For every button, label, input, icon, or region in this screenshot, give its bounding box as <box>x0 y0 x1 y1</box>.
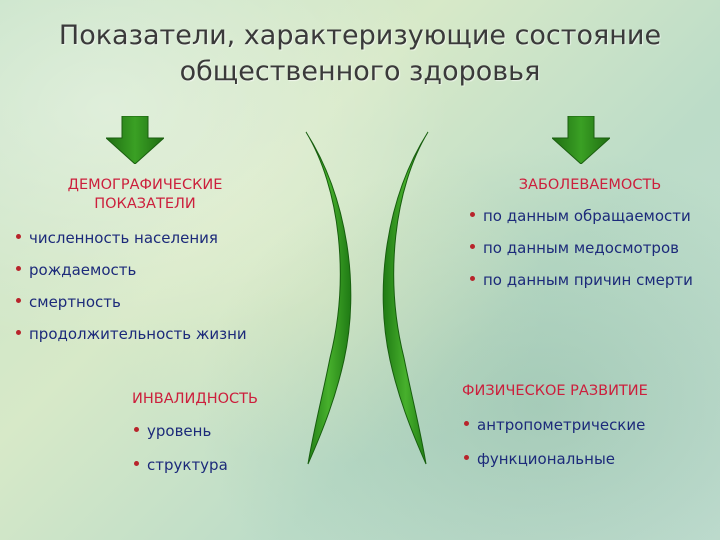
morbidity-heading: ЗАБОЛЕВАЕМОСТЬ <box>480 176 700 195</box>
bullet-icon <box>464 421 469 426</box>
list-item-label: по данным медосмотров <box>483 239 679 257</box>
list-item: антропометрические <box>464 414 645 448</box>
disability-list: уровень структура <box>134 420 228 488</box>
demographic-heading-line-2: ПОКАЗАТЕЛИ <box>94 196 196 212</box>
list-item: рождаемость <box>16 259 247 291</box>
physical-heading-label: ФИЗИЧЕСКОЕ РАЗВИТИЕ <box>462 383 648 399</box>
bullet-icon <box>16 234 21 239</box>
page-title: Показатели, характеризующие состояние об… <box>0 18 720 90</box>
list-item-label: по данным причин смерти <box>483 271 693 289</box>
bullet-icon <box>470 212 475 217</box>
curved-divider-icon <box>305 131 429 465</box>
list-item: по данным причин смерти <box>470 269 693 301</box>
bullet-icon <box>16 330 21 335</box>
list-item: смертность <box>16 291 247 323</box>
list-item: численность населения <box>16 227 247 259</box>
list-item: структура <box>134 454 228 488</box>
morbidity-list: по данным обращаемости по данным медосмо… <box>470 205 693 301</box>
list-item-label: структура <box>147 456 228 474</box>
disability-heading: ИНВАЛИДНОСТЬ <box>132 390 258 409</box>
title-line-2: общественного здоровья <box>179 56 541 87</box>
list-item-label: уровень <box>147 422 212 440</box>
bullet-icon <box>134 427 139 432</box>
bullet-icon <box>134 461 139 466</box>
list-item-label: численность населения <box>29 229 218 247</box>
list-item-label: смертность <box>29 293 121 311</box>
list-item: функциональные <box>464 448 645 482</box>
physical-list: антропометрические функциональные <box>464 414 645 482</box>
title-line-1: Показатели, характеризующие состояние <box>58 20 662 51</box>
list-item: уровень <box>134 420 228 454</box>
disability-heading-label: ИНВАЛИДНОСТЬ <box>132 391 258 407</box>
bullet-icon <box>464 455 469 460</box>
list-item-label: продолжительность жизни <box>29 325 247 343</box>
demographic-heading-line-1: ДЕМОГРАФИЧЕСКИЕ <box>67 177 223 193</box>
list-item-label: рождаемость <box>29 261 137 279</box>
bullet-icon <box>16 266 21 271</box>
bullet-icon <box>470 276 475 281</box>
morbidity-heading-label: ЗАБОЛЕВАЕМОСТЬ <box>518 177 662 193</box>
arrow-down-icon <box>552 116 610 164</box>
demographic-list: численность населения рождаемость смертн… <box>16 227 247 355</box>
bullet-icon <box>16 298 21 303</box>
physical-heading: ФИЗИЧЕСКОЕ РАЗВИТИЕ <box>462 382 648 401</box>
list-item-label: функциональные <box>477 450 616 468</box>
demographic-heading: ДЕМОГРАФИЧЕСКИЕ ПОКАЗАТЕЛИ <box>40 176 250 214</box>
list-item-label: по данным обращаемости <box>483 207 691 225</box>
list-item: по данным обращаемости <box>470 205 693 237</box>
arrow-down-icon <box>106 116 164 164</box>
list-item: продолжительность жизни <box>16 323 247 355</box>
list-item-label: антропометрические <box>477 416 646 434</box>
bullet-icon <box>470 244 475 249</box>
list-item: по данным медосмотров <box>470 237 693 269</box>
